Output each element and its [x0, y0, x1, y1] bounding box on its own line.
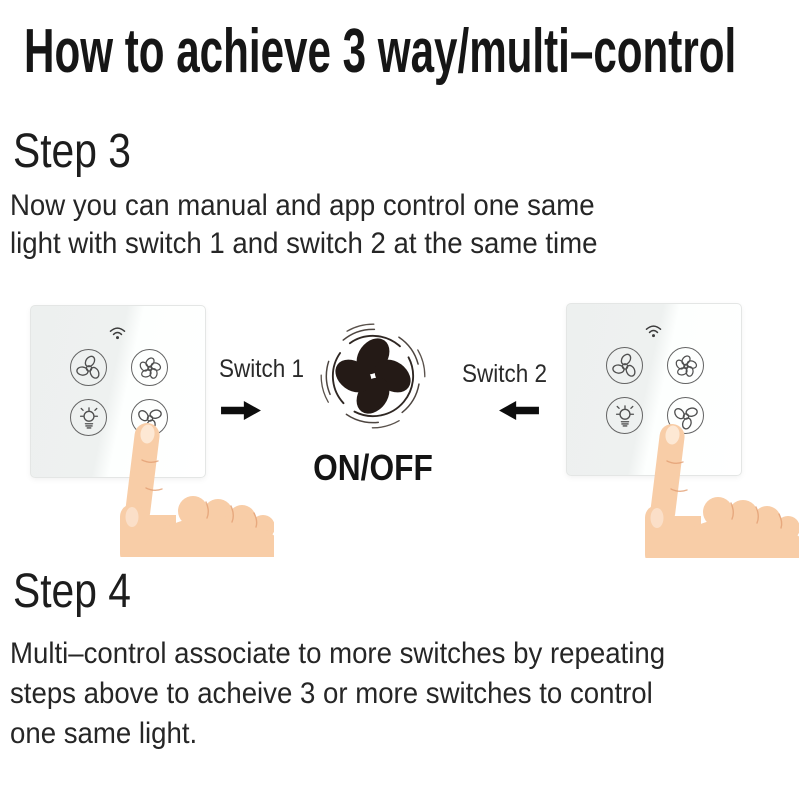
light-bulb-icon	[615, 404, 634, 427]
fan-speed-button-1	[70, 349, 107, 386]
step3-line-1: Now you can manual and app control one s…	[10, 189, 595, 222]
smart-switch-panel-2	[566, 303, 742, 476]
left-arrow-icon	[499, 401, 539, 420]
switch2-label: Switch 2	[462, 360, 548, 388]
step4-description: Multi–control associate to more switches…	[10, 634, 665, 754]
pointing-hand-illustration	[639, 421, 799, 558]
fan-3-blade-icon	[611, 353, 636, 377]
smart-switch-panel-1	[30, 305, 206, 478]
step4-line-1: Multi–control associate to more switches…	[10, 637, 666, 670]
fan-3-blade-icon	[75, 355, 100, 379]
light-bulb-icon	[79, 406, 98, 429]
fan-light-button	[667, 397, 704, 434]
right-arrow-icon	[221, 401, 261, 420]
fan-3-blade-icon	[673, 406, 698, 429]
step4-line-3: one same light.	[10, 717, 198, 750]
step3-line-2: light with switch 1 and switch 2 at the …	[10, 227, 598, 260]
page-title: How to achieve 3 way/multi–control	[24, 17, 737, 86]
pointing-hand-illustration	[114, 420, 274, 557]
fan-5-blade-icon	[139, 356, 161, 379]
step3-description: Now you can manual and app control one s…	[10, 187, 598, 263]
wifi-icon	[109, 327, 126, 340]
fan-5-blade-icon	[675, 354, 697, 377]
fan-speed-button-2	[667, 347, 704, 384]
switch1-label: Switch 1	[219, 355, 305, 383]
light-button	[70, 399, 107, 436]
light-button	[606, 397, 643, 434]
onoff-label: ON/OFF	[313, 447, 433, 488]
fan-speed-button-2	[131, 349, 168, 386]
step3-heading: Step 3	[13, 125, 131, 178]
ceiling-fan-icon	[320, 323, 426, 429]
fan-speed-button-1	[606, 347, 643, 384]
step4-line-2: steps above to acheive 3 or more switche…	[10, 677, 653, 710]
wifi-icon	[645, 325, 662, 338]
step4-heading: Step 4	[13, 565, 131, 618]
